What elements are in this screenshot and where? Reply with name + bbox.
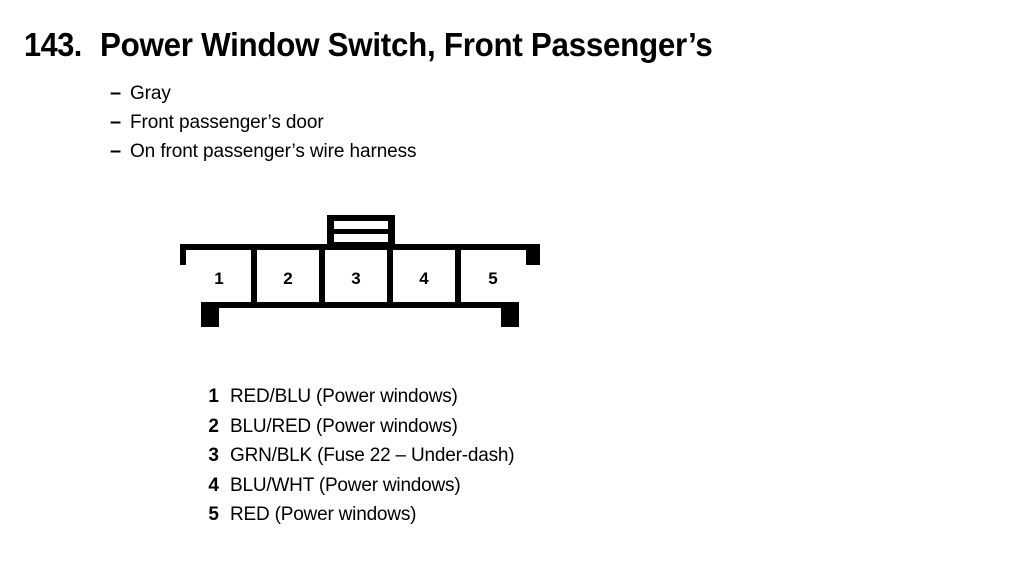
- attribute-item-label: On front passenger’s wire harness: [130, 141, 417, 162]
- cavity-number-1: 1: [214, 269, 223, 288]
- page-title-number: 143.: [24, 26, 82, 63]
- pinout-row-description: BLU/WHT (Power windows): [230, 474, 461, 496]
- cavity-number-3: 3: [351, 269, 360, 288]
- pinout-row-description: BLU/RED (Power windows): [230, 415, 458, 437]
- bullet-dash-icon: –: [110, 111, 122, 133]
- connector-locking-tab: [327, 215, 395, 248]
- right-shoulder-notch: [519, 265, 534, 327]
- cavity-number-5: 5: [488, 269, 497, 288]
- bullet-dash-icon: –: [110, 82, 122, 104]
- pinout-row: 4 BLU/WHT (Power windows): [203, 471, 823, 501]
- left-shoulder-notch: [186, 265, 201, 327]
- pinout-legend: 1 RED/BLU (Power windows) 2 BLU/RED (Pow…: [203, 382, 823, 530]
- connector-cavity-5: [461, 250, 526, 302]
- page-title: 143. Power Window Switch, Front Passenge…: [24, 26, 984, 64]
- attribute-list: – Gray – Front passenger’s door – On fro…: [110, 79, 710, 166]
- pinout-row-pin: 1: [208, 386, 219, 407]
- attribute-item-color: – Gray: [110, 79, 710, 108]
- attribute-item-harness: – On front passenger’s wire harness: [110, 137, 710, 166]
- attribute-item-label: Gray: [130, 83, 171, 104]
- cavity-number-4: 4: [419, 269, 429, 288]
- locking-tab-slot-1: [334, 221, 388, 229]
- cavity-number-2: 2: [283, 269, 292, 288]
- pinout-row: 1 RED/BLU (Power windows): [203, 382, 823, 412]
- pinout-row: 2 BLU/RED (Power windows): [203, 412, 823, 442]
- locking-tab-slot-2: [334, 234, 388, 242]
- connector-diagram: 1 2 3 4 5: [160, 200, 560, 340]
- connector-cavity-2: [257, 250, 319, 302]
- pinout-row-pin: 3: [208, 445, 219, 466]
- connector-cavity-4: [393, 250, 455, 302]
- bullet-dash-icon: –: [110, 140, 122, 162]
- pinout-row: 3 GRN/BLK (Fuse 22 – Under-dash): [203, 441, 823, 471]
- connector-cavity-3: [325, 250, 387, 302]
- pinout-row-pin: 5: [208, 504, 219, 525]
- pinout-row-description: RED/BLU (Power windows): [230, 386, 458, 407]
- attribute-item-label: Front passenger’s door: [130, 112, 324, 133]
- pinout-row-pin: 4: [208, 474, 219, 496]
- pinout-row: 5 RED (Power windows): [203, 500, 823, 530]
- pinout-row-pin: 2: [208, 415, 219, 437]
- pinout-row-description: GRN/BLK (Fuse 22 – Under-dash): [230, 445, 515, 466]
- pinout-row-description: RED (Power windows): [230, 504, 417, 525]
- page-title-text: Power Window Switch, Front Passenger’s: [100, 26, 713, 63]
- attribute-item-location: – Front passenger’s door: [110, 108, 710, 137]
